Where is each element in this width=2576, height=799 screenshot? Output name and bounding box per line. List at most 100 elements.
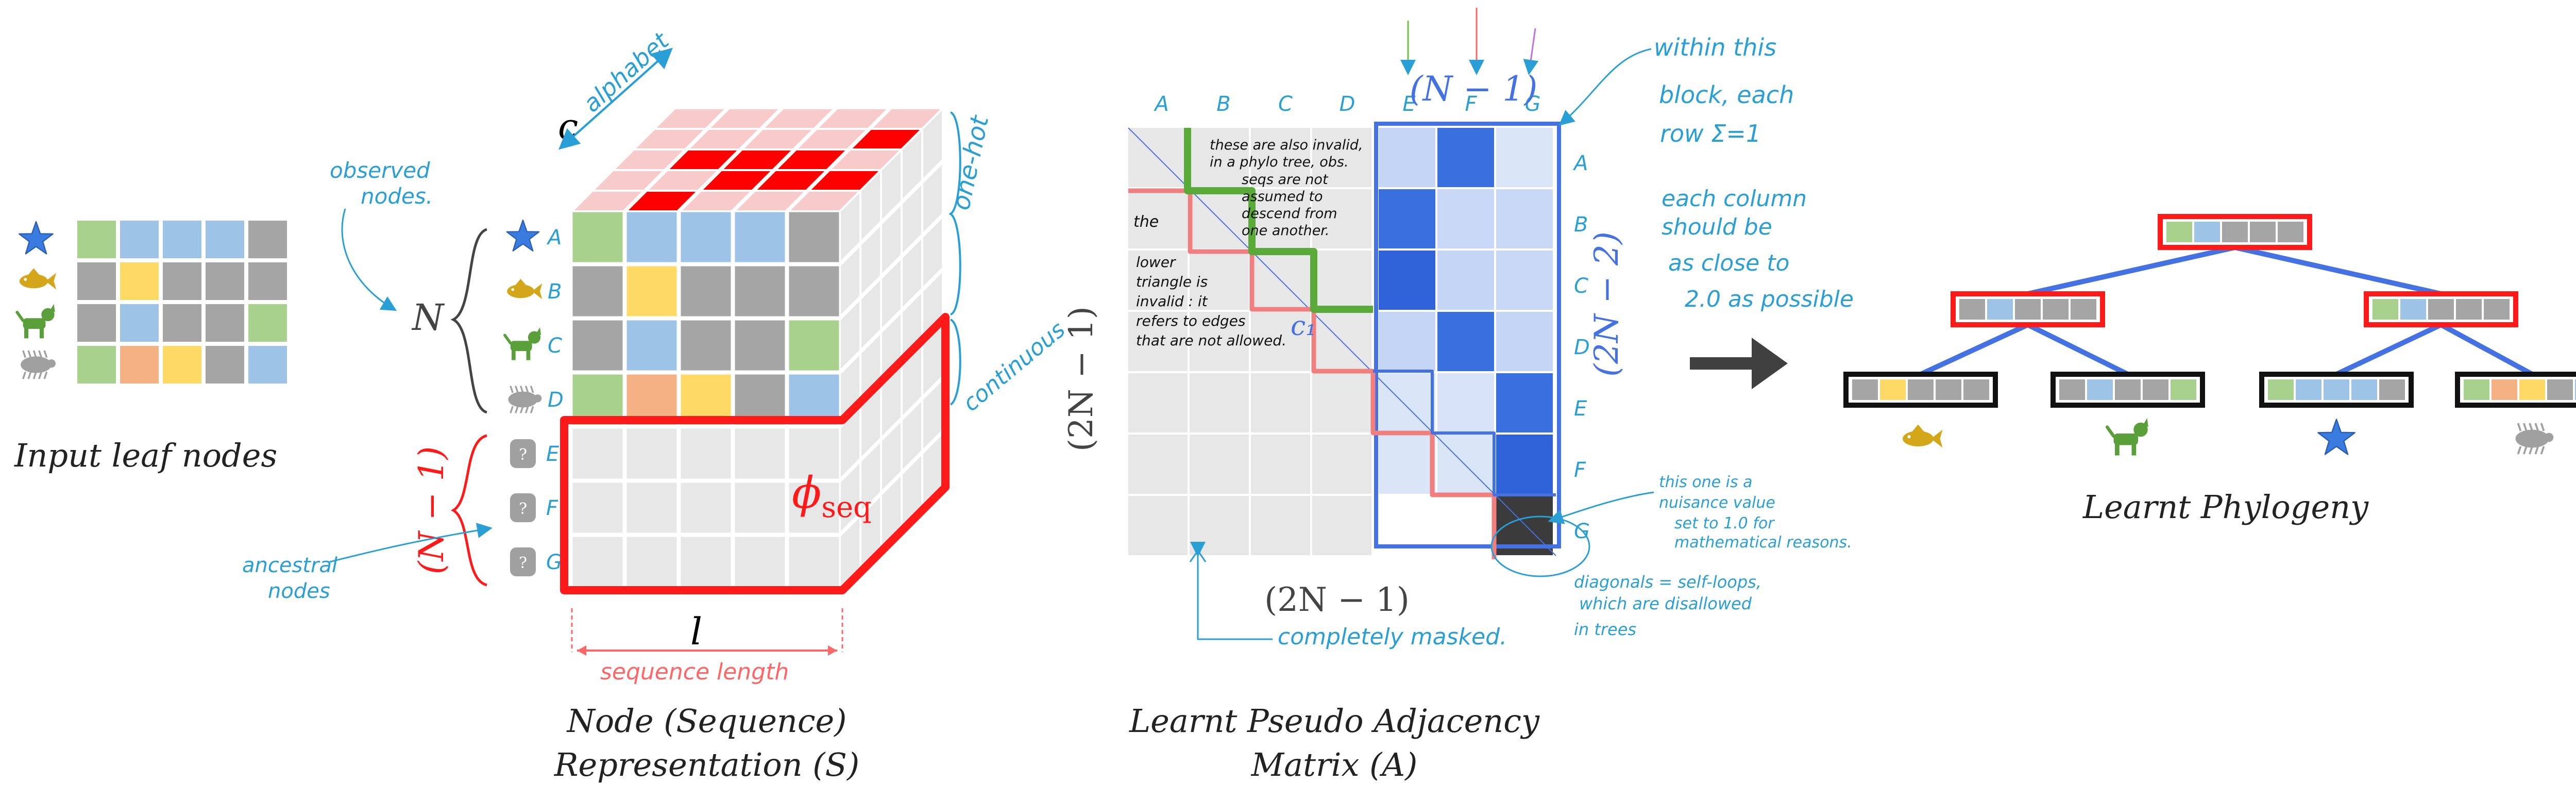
leaf-cell [77, 221, 116, 258]
ancestral-cell [571, 481, 624, 535]
note-col-3: as close to [1668, 250, 1789, 276]
bug-icon [21, 350, 56, 379]
tree-nodes [1843, 214, 2576, 408]
leaf-node [2455, 372, 2576, 408]
adjacency-cell [1496, 189, 1553, 248]
adjacency-cell [1437, 189, 1494, 248]
dog-icon [2105, 418, 2148, 456]
matrix-bottom-label: (2N − 1) [1264, 581, 1410, 619]
matrix-row-label: F [1574, 458, 1586, 482]
ancestral-row-letter: G [546, 551, 562, 574]
starfish-icon [19, 221, 54, 255]
node-cell [2166, 222, 2192, 242]
ancestral-cell [679, 535, 733, 589]
matrix-row-label: D [1574, 336, 1590, 359]
matrix-col-label: C [1278, 92, 1293, 116]
ancestral-node-left [1951, 291, 2105, 327]
node-cell [2428, 299, 2454, 320]
starfish-icon [506, 219, 540, 252]
node-cell [2278, 222, 2303, 242]
observed-cell [733, 264, 787, 318]
node-cell [2015, 299, 2041, 320]
tree-leaf-icons [1903, 418, 2554, 456]
observed-cell [787, 264, 841, 318]
node-cell [2296, 379, 2321, 400]
ancestral-cell [733, 427, 787, 480]
masked-cell [1128, 312, 1188, 371]
node-cell [2547, 379, 2573, 400]
matrix-row-label: C [1574, 274, 1588, 298]
adjacency-cell [1437, 251, 1494, 310]
node-cell [2492, 379, 2517, 400]
ancestral-row-letter: F [546, 496, 558, 520]
tree-edge [2027, 245, 2236, 296]
leaf-cell [77, 262, 116, 300]
masked-cell [1312, 128, 1371, 187]
tensor-side-cell [921, 106, 944, 183]
leaf-cell [120, 221, 159, 258]
observed-cell [625, 264, 679, 318]
leaf-icon-column [15, 221, 57, 379]
adjacency-cell [1379, 373, 1435, 432]
node-cell [2043, 299, 2069, 320]
node-cell [1987, 299, 2013, 320]
observed-row-letter: C [548, 334, 562, 358]
observed-cell [679, 264, 733, 318]
matrix-row-label: B [1574, 213, 1588, 237]
c1-label: c₁ [1291, 311, 1316, 342]
leaf-cell [120, 262, 159, 300]
node-cell [2575, 379, 2576, 400]
tensor-top-face [569, 107, 945, 212]
phylogeny-panel: Learnt Phylogeny [1843, 214, 2576, 526]
lower-triangle-boundary [1128, 188, 1497, 559]
note-col-2: should be [1662, 214, 1772, 240]
adj-caption-line1: Learnt Pseudo Adjacency [1129, 702, 1540, 740]
continuous-block-outline [560, 313, 950, 594]
leaf-cell [206, 221, 244, 258]
ancestral-cell [733, 535, 787, 589]
node-cell [2143, 379, 2168, 400]
observed-note-1: observed [330, 158, 430, 183]
observed-cell [679, 210, 733, 264]
question-mark: ? [519, 500, 527, 518]
matrix-row-label: A [1572, 152, 1588, 175]
note-lower-2: triangle is [1136, 273, 1208, 290]
starfish-icon [2317, 419, 2355, 455]
masked-cell [1128, 251, 1188, 310]
alphabet-note: alphabet [578, 26, 674, 118]
leaf-grid [77, 221, 287, 384]
node-cell [2351, 379, 2377, 400]
node-cell [2059, 379, 2085, 400]
adjacency-cell [1379, 189, 1435, 248]
matrix-col-label: D [1340, 92, 1355, 116]
observed-cell [679, 319, 733, 372]
node-cell [1880, 379, 1906, 400]
observed-cell [787, 319, 841, 372]
input-leaf-panel: Input leaf nodes [14, 221, 287, 474]
node-cell [2194, 222, 2220, 242]
adjacency-cell [1379, 312, 1435, 371]
node-cell [2115, 379, 2141, 400]
observed-block-boundary [1184, 128, 1373, 313]
observed-cell [625, 319, 679, 372]
ancestral-cell [625, 535, 679, 589]
note-invalid-2: in a phylo tree, obs. [1210, 154, 1349, 170]
note-col-4: 2.0 as possible [1685, 286, 1854, 312]
node-cell [2372, 299, 2398, 320]
node-cell [1908, 379, 1934, 400]
bug-icon [508, 386, 542, 413]
node-cell [1936, 379, 1961, 400]
observed-row-letter: D [548, 388, 564, 412]
ancestral-node-right [2364, 291, 2518, 327]
onehot-note: one-hot [946, 112, 995, 213]
fish-icon [507, 278, 543, 299]
node-cell [2222, 222, 2248, 242]
observed-cell [733, 210, 787, 264]
valid-block-outline [1374, 122, 1561, 548]
masked-cell [1190, 312, 1249, 371]
note-nuis-2: nuisance value [1659, 494, 1775, 512]
leaf-cell [206, 304, 244, 342]
adj-caption-line2: Matrix (A) [1251, 746, 1418, 784]
